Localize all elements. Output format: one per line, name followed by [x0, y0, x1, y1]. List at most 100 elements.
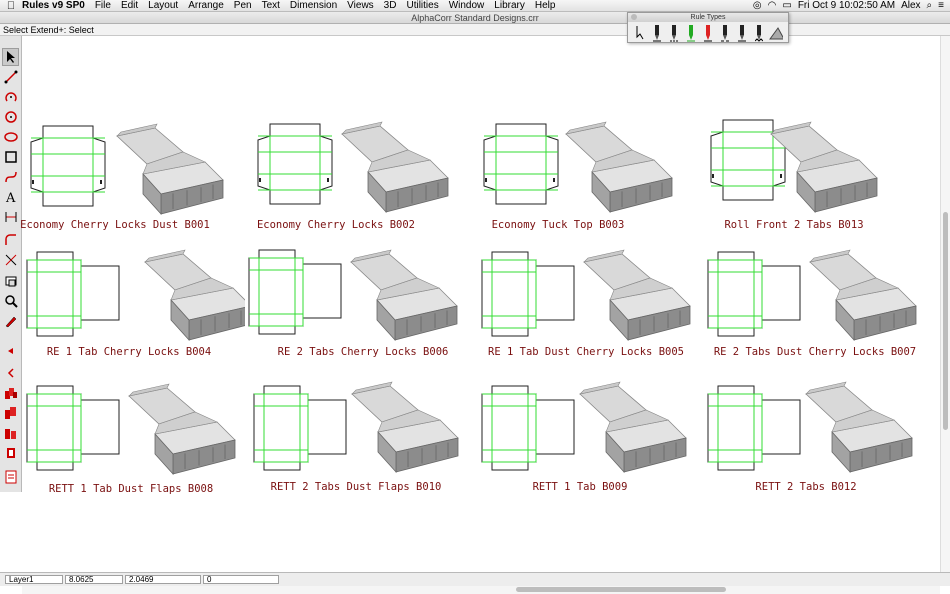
close-icon[interactable]: [631, 14, 637, 20]
design-b002[interactable]: [252, 118, 472, 238]
design-b001-drawing: [30, 123, 224, 216]
crease-pen-icon[interactable]: [684, 24, 698, 42]
design-b004[interactable]: [25, 248, 245, 368]
design-b009-drawing: [481, 381, 687, 474]
layer-field[interactable]: Layer1: [5, 575, 63, 584]
design-b007[interactable]: [706, 248, 926, 368]
menu-help[interactable]: Help: [534, 0, 556, 11]
radius-tool-icon[interactable]: [2, 231, 19, 249]
box-3d-preview: [583, 249, 691, 342]
box-3d-preview: [144, 249, 245, 342]
wifi-icon[interactable]: ◠: [767, 0, 777, 11]
menu-layout[interactable]: Layout: [148, 0, 179, 11]
zoom-icon[interactable]: [2, 292, 19, 310]
design-b004-drawing: [26, 249, 245, 342]
bezier-tool-icon[interactable]: [2, 168, 19, 186]
select-arrow-icon[interactable]: [2, 48, 19, 66]
box-3d-preview: [809, 249, 917, 342]
flat-dieline: [26, 385, 120, 471]
flat-dieline: [483, 123, 559, 205]
menu-dimension[interactable]: Dimension: [289, 0, 338, 11]
clock[interactable]: Fri Oct 9 10:02:50 AM: [797, 0, 896, 11]
menu-pen[interactable]: Pen: [233, 0, 252, 11]
menu-file[interactable]: File: [94, 0, 111, 11]
status-icon[interactable]: ◎: [752, 0, 762, 11]
stack-tool-icon-3[interactable]: [2, 424, 19, 442]
line-tool-icon[interactable]: [2, 68, 19, 86]
battery-icon[interactable]: ▭: [782, 0, 792, 11]
box-3d-preview: [116, 123, 224, 216]
dash-pen-icon[interactable]: [718, 24, 732, 42]
window-tool-icon[interactable]: [2, 273, 19, 291]
arc-tool-icon[interactable]: [2, 88, 19, 106]
y-coordinate: 2.0469: [125, 575, 201, 584]
design-b009-label: RETT 1 Tab B009: [532, 481, 628, 493]
design-b002-drawing: [257, 121, 449, 214]
rule-types-title: Rule Types: [690, 14, 726, 21]
design-b010-label: RETT 2 Tabs Dust Flaps B010: [270, 481, 442, 493]
design-b001-label: Economy Cherry Locks Dust B001: [20, 219, 210, 231]
horizontal-scrollbar[interactable]: [22, 586, 940, 594]
design-b001[interactable]: [25, 118, 245, 238]
circle-tool-icon[interactable]: [2, 108, 19, 126]
menu-window[interactable]: Window: [448, 0, 485, 11]
design-b010[interactable]: [252, 380, 472, 500]
design-b008[interactable]: [25, 380, 245, 500]
menu-views[interactable]: Views: [347, 0, 374, 11]
list-icon[interactable]: ≡: [938, 0, 944, 11]
rule-types-palette: Rule Types: [627, 12, 789, 43]
back-icon[interactable]: [2, 364, 19, 382]
design-b006-label: RE 2 Tabs Cherry Locks B006: [277, 346, 449, 358]
menu-library[interactable]: Library: [494, 0, 525, 11]
document-tool-icon[interactable]: [2, 468, 19, 486]
stack-tool-icon-4[interactable]: [2, 444, 19, 462]
design-b013-drawing: [710, 119, 878, 214]
design-b008-label: RETT 1 Tab Dust Flaps B008: [48, 483, 214, 495]
zigzag-pen-icon[interactable]: [752, 24, 766, 42]
vertical-scroll-thumb[interactable]: [943, 212, 948, 430]
menu-3d[interactable]: 3D: [383, 0, 397, 11]
bevel-tool-icon[interactable]: [769, 24, 784, 42]
dimension-tool-icon[interactable]: [2, 208, 19, 226]
box-3d-preview: [351, 381, 459, 474]
horizontal-scroll-thumb[interactable]: [516, 587, 726, 592]
flat-dieline: [481, 385, 575, 471]
cut-pen-icon[interactable]: [650, 24, 664, 42]
menu-edit[interactable]: Edit: [120, 0, 139, 11]
collapse-icon[interactable]: [2, 342, 19, 360]
flat-dieline: [253, 385, 347, 471]
design-b009[interactable]: [480, 380, 700, 500]
pen-tool-icon[interactable]: [2, 312, 19, 330]
search-icon[interactable]: ⌕: [926, 0, 933, 11]
menu-text[interactable]: Text: [261, 0, 280, 11]
menu-bar:  Rules v9 SP0 File Edit Layout Arrange …: [0, 0, 950, 12]
design-b005[interactable]: [480, 248, 700, 368]
apple-icon[interactable]: : [0, 0, 22, 12]
user-name[interactable]: Alex: [901, 0, 921, 11]
text-tool-icon[interactable]: A: [2, 188, 19, 206]
design-b013[interactable]: [705, 118, 925, 238]
bottom-status-bar: Layer1 8.0625 2.0469 0: [0, 572, 950, 586]
design-b003[interactable]: [478, 118, 698, 238]
ellipse-tool-icon[interactable]: [2, 128, 19, 146]
rectangle-tool-icon[interactable]: [2, 148, 19, 166]
arrow-tool-icon[interactable]: [633, 24, 647, 42]
app-menu[interactable]: Rules v9 SP0: [22, 0, 85, 11]
design-b002-label: Economy Cherry Locks B002: [256, 219, 416, 231]
stack-tool-icon[interactable]: [2, 384, 19, 402]
design-b006[interactable]: [247, 248, 467, 368]
x-coordinate: 8.0625: [65, 575, 123, 584]
vertical-scrollbar[interactable]: [940, 36, 950, 572]
design-b007-drawing: [707, 249, 917, 342]
score-pen-icon[interactable]: [735, 24, 749, 42]
menu-arrange[interactable]: Arrange: [188, 0, 224, 11]
design-b005-label: RE 1 Tab Dust Cherry Locks B005: [488, 346, 684, 358]
design-b012[interactable]: [706, 380, 926, 500]
stack-tool-icon-2[interactable]: [2, 404, 19, 422]
design-b005-drawing: [481, 249, 691, 342]
box-3d-preview: [350, 249, 458, 342]
trim-tool-icon[interactable]: [2, 251, 19, 269]
perf-pen-icon[interactable]: [667, 24, 681, 42]
menu-utilities[interactable]: Utilities: [406, 0, 439, 11]
red-pen-icon[interactable]: [701, 24, 715, 42]
